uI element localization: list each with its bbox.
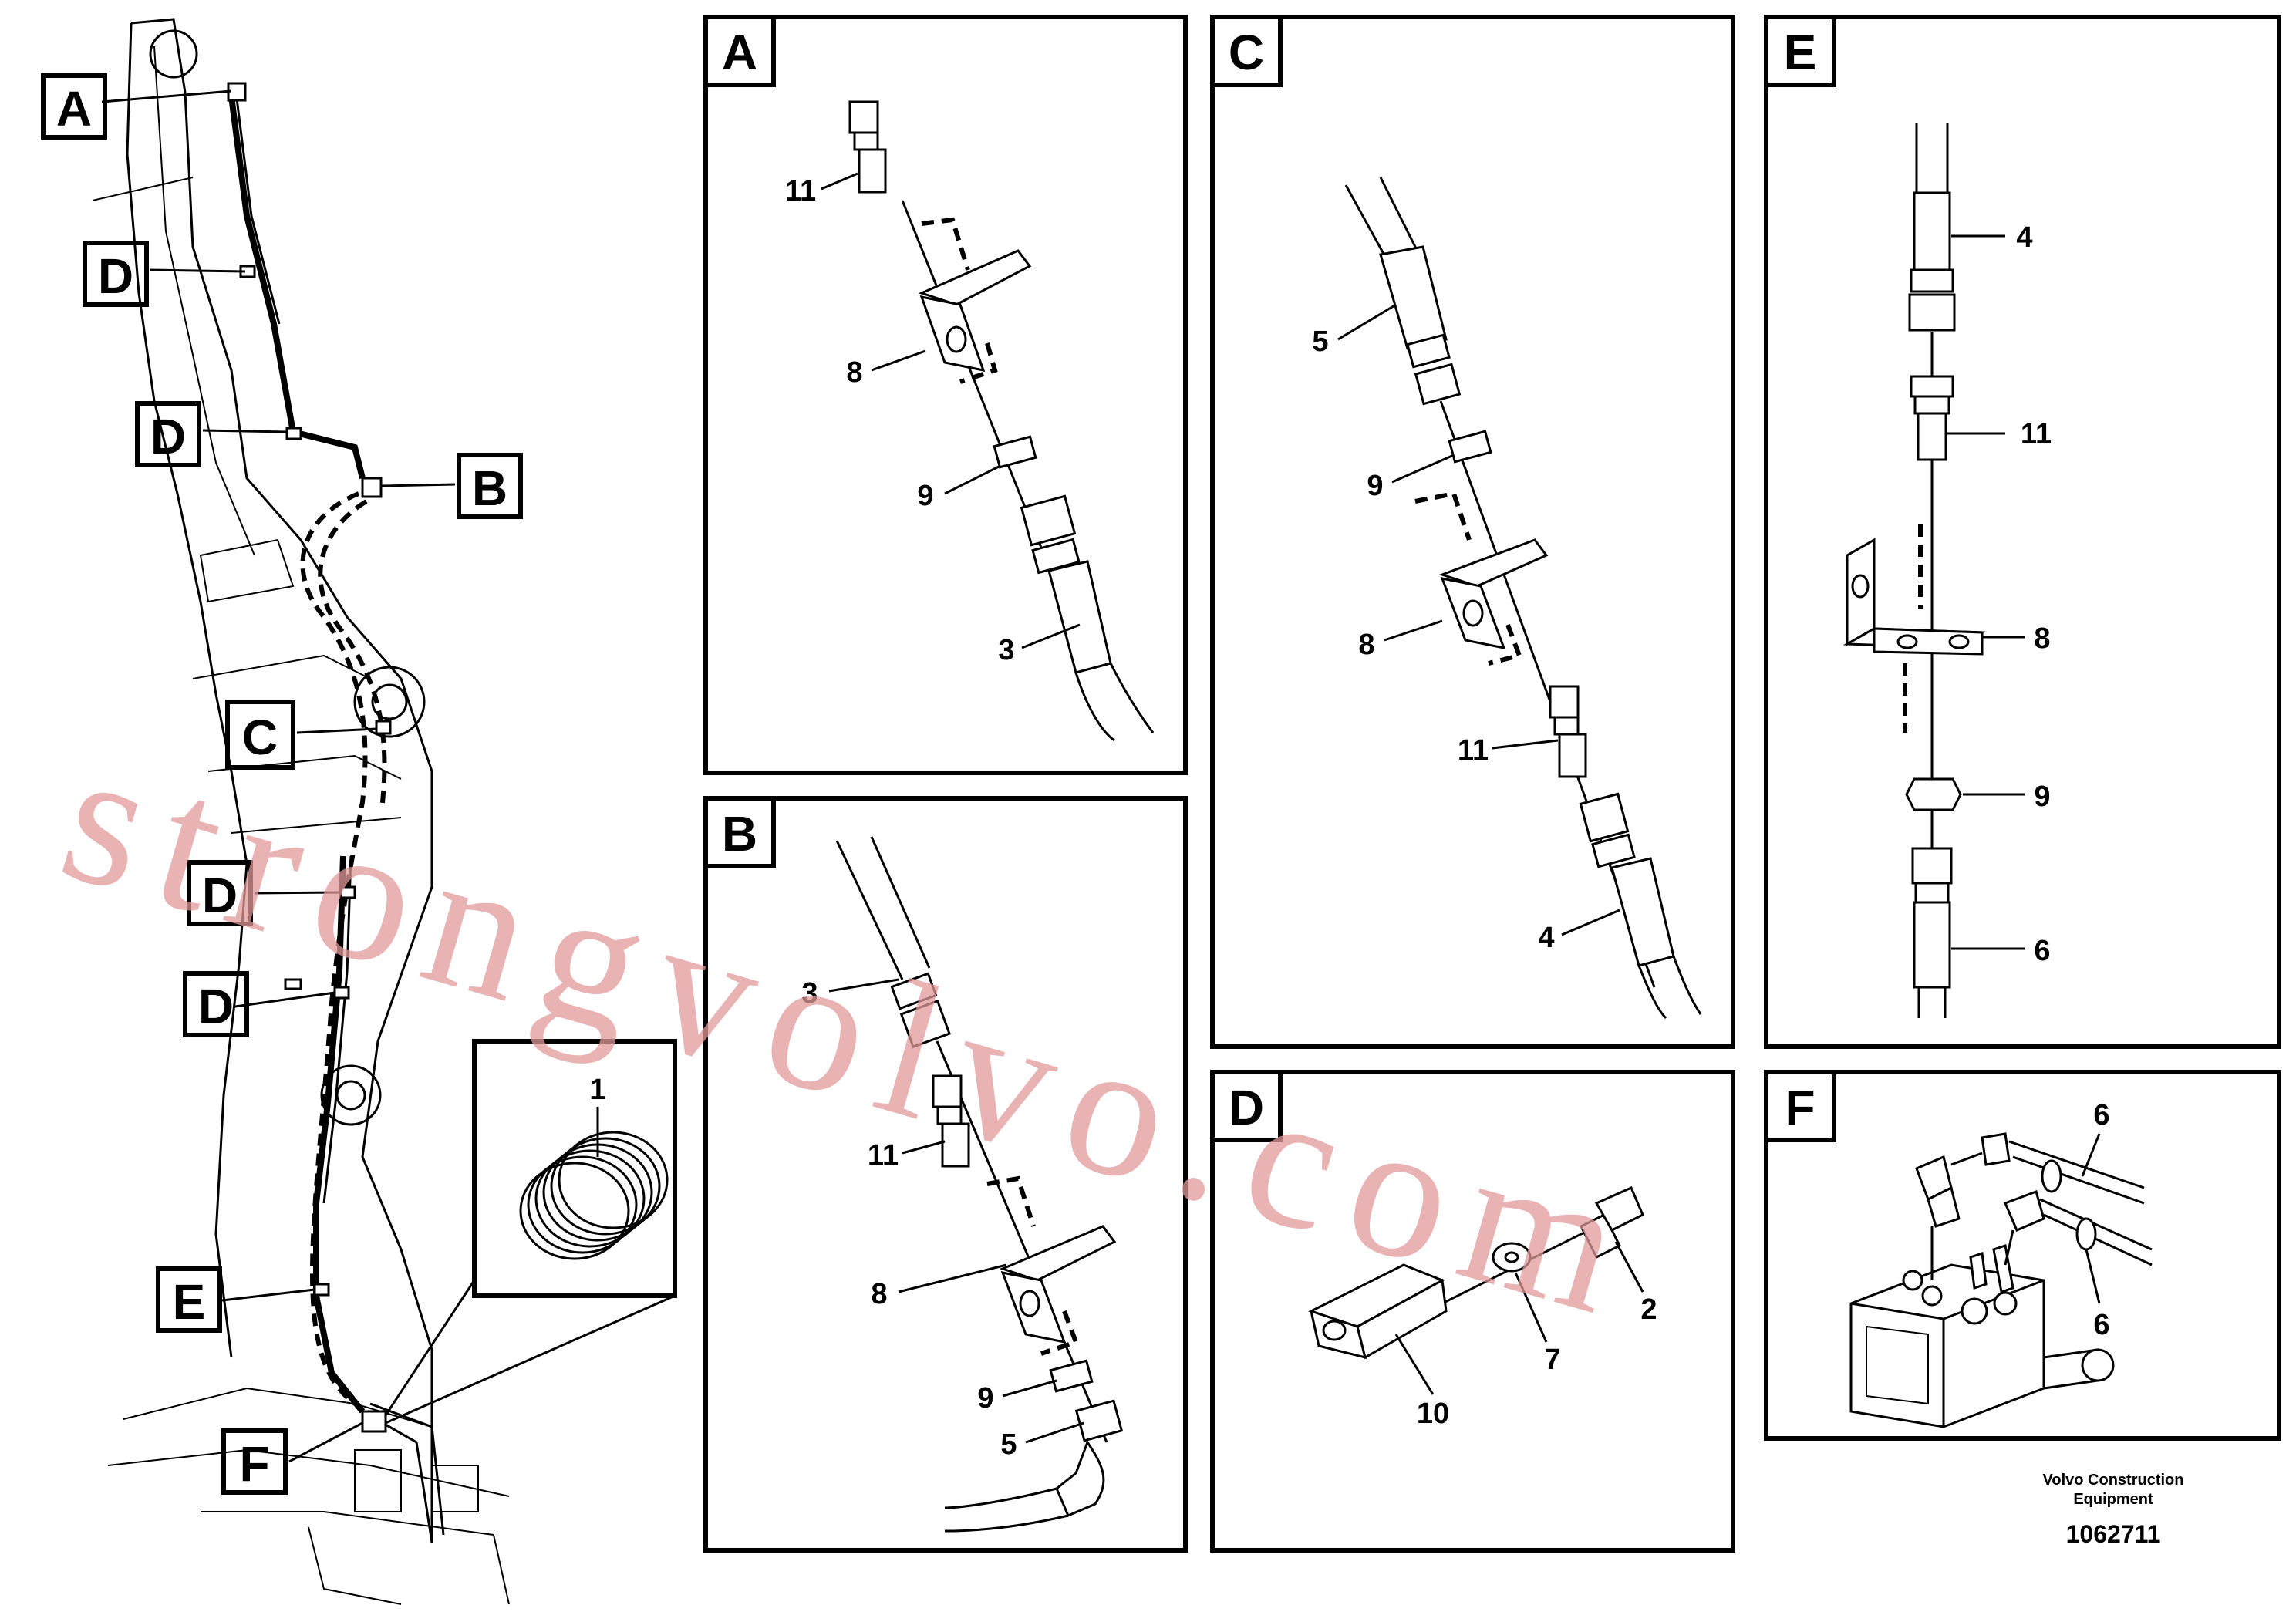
panel-d-letter: D <box>1229 1080 1264 1135</box>
detail-panel-a: A 11 8 9 3 <box>703 15 1188 775</box>
panel-a-letter: A <box>722 25 757 80</box>
panel-a-part-11: 11 <box>785 175 816 207</box>
panel-b-part-9: 9 <box>977 1382 993 1415</box>
callout-d1-box[interactable] <box>83 241 149 307</box>
panel-a-part-3: 3 <box>998 634 1014 666</box>
callout-f-label: F <box>239 1436 269 1492</box>
callout-b-box[interactable] <box>457 453 523 519</box>
overview-callouts: A D D B C D D E F <box>41 73 523 1495</box>
callout-c-label: C <box>242 710 278 765</box>
callout-e-label: E <box>173 1274 206 1330</box>
detail-panel-f: F 6 6 <box>1764 1070 2281 1441</box>
panel-c-part-8: 8 <box>1358 629 1374 661</box>
panel-e-part-11: 11 <box>2021 418 2052 450</box>
callout-d4-label: D <box>198 979 234 1034</box>
panel-c-part-5: 5 <box>1312 325 1328 358</box>
company-name-line2: Equipment <box>2073 1491 2153 1508</box>
panel-d-part-10: 10 <box>1417 1398 1449 1430</box>
panel-c-part-11: 11 <box>1458 734 1489 767</box>
drawing-number: 1062711 <box>2066 1520 2161 1548</box>
detail-panel-c: C 5 9 8 11 4 <box>1210 15 1735 1049</box>
panel-c-part-4: 4 <box>1538 922 1554 954</box>
callout-c-box[interactable] <box>225 700 295 770</box>
panel-b-letter: B <box>722 806 757 862</box>
callout-d3-label: D <box>202 868 238 923</box>
panel-e-part-4: 4 <box>2016 221 2032 254</box>
overview-drawing <box>92 18 676 1605</box>
panel-e-letter: E <box>1784 25 1817 80</box>
callout-e-box[interactable] <box>156 1266 222 1333</box>
panel-c-part-9: 9 <box>1367 470 1383 502</box>
panel-f-part-6b: 6 <box>2093 1309 2109 1341</box>
callout-d1-label: D <box>98 248 133 304</box>
panel-d-part-7: 7 <box>1544 1344 1560 1376</box>
panel-d-part-2: 2 <box>1640 1293 1657 1326</box>
callout-b-label: B <box>472 460 507 516</box>
callout-a-label: A <box>56 81 92 137</box>
panel-f-part-6a: 6 <box>2093 1099 2109 1131</box>
callout-f-box[interactable] <box>221 1428 288 1495</box>
panel-e-part-6: 6 <box>2034 935 2050 967</box>
callout-d2-label: D <box>150 409 186 464</box>
company-name-line1: Volvo Construction <box>2043 1472 2184 1489</box>
panel-f-letter: F <box>1785 1080 1815 1135</box>
detail-panel-b: B 3 11 8 9 5 <box>703 796 1188 1553</box>
callout-d4-box[interactable] <box>183 971 249 1037</box>
callout-d2-box[interactable] <box>135 401 201 467</box>
inset-spiral-guard: 1 <box>472 1039 677 1298</box>
watermark-text: strongvolvo.com <box>42 707 1664 1361</box>
callout-a-box[interactable] <box>41 73 107 140</box>
panel-a-part-8: 8 <box>846 356 862 389</box>
panel-e-part-9: 9 <box>2034 781 2050 813</box>
panel-b-part-11: 11 <box>868 1139 899 1172</box>
detail-panel-e: E 4 11 8 9 6 <box>1764 15 2281 1049</box>
panel-c-letter: C <box>1229 25 1264 80</box>
inset-part-number: 1 <box>589 1074 605 1106</box>
title-block: Volvo Construction Equipment 1062711 <box>2043 1472 2184 1548</box>
panel-b-part-5: 5 <box>1000 1428 1017 1461</box>
callout-d3-box[interactable] <box>187 860 253 926</box>
panel-a-part-9: 9 <box>917 480 933 512</box>
panel-b-part-8: 8 <box>871 1278 887 1310</box>
detail-panel-d: D 10 7 2 <box>1210 1070 1735 1553</box>
panel-b-part-3: 3 <box>801 977 818 1010</box>
panel-e-part-8: 8 <box>2034 622 2050 655</box>
